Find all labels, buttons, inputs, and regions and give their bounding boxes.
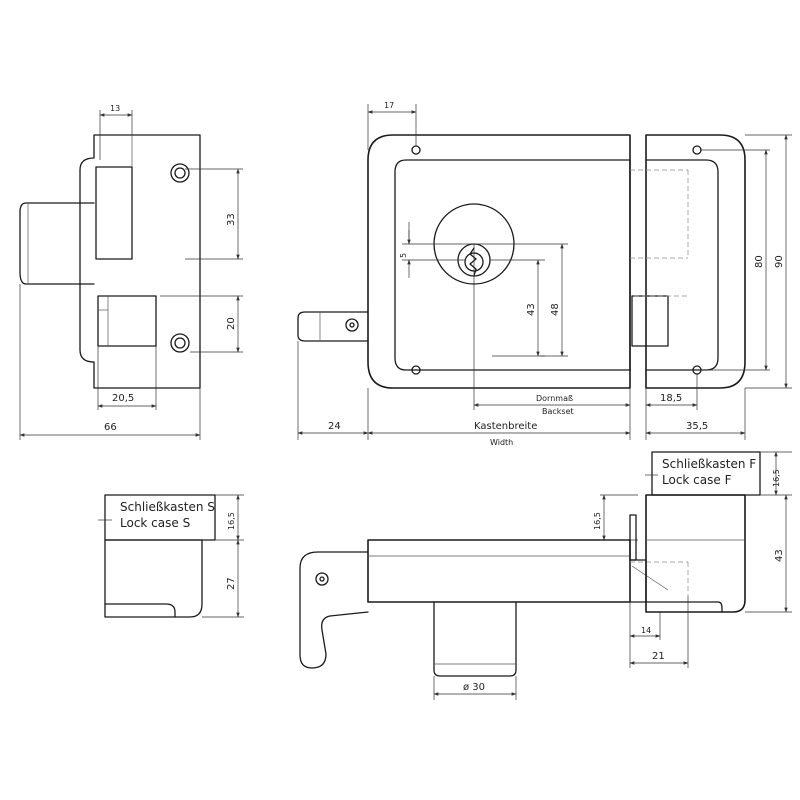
front-body-inner bbox=[394, 159, 631, 371]
bottom-keeper bbox=[645, 494, 746, 613]
dim-20: 20 bbox=[226, 317, 237, 330]
front-bolt bbox=[297, 311, 369, 342]
dim-21: 21 bbox=[652, 651, 665, 662]
bottom-body bbox=[367, 539, 631, 603]
side-latch-lower bbox=[97, 295, 157, 347]
dim-bottom-16-5: 16,5 bbox=[593, 512, 602, 530]
bottom-view: 16,5 14 21 ø 30 bbox=[299, 494, 746, 700]
dim-43: 43 bbox=[526, 303, 537, 316]
dim-48: 48 bbox=[550, 303, 561, 316]
dim-backset-en: Backset bbox=[542, 407, 574, 416]
dim-66: 66 bbox=[104, 422, 117, 433]
dim-backset-de: Dornmaß bbox=[536, 394, 573, 403]
keeper-inner bbox=[645, 159, 719, 371]
dim-5: 5 bbox=[399, 253, 408, 258]
lock-case-f-label-de: Schließkasten F bbox=[662, 457, 756, 471]
dim-80: 80 bbox=[754, 255, 765, 268]
keeper-outer bbox=[645, 134, 746, 389]
dim-13: 13 bbox=[110, 104, 120, 113]
dim-case-s-27: 27 bbox=[226, 577, 237, 590]
lock-case-s-label-en: Lock case S bbox=[120, 516, 190, 530]
dim-dia-30: ø 30 bbox=[463, 682, 485, 693]
side-screw-hole-top bbox=[170, 163, 190, 183]
side-view: 13 33 20 20,5 66 bbox=[19, 104, 243, 440]
dim-14: 14 bbox=[641, 626, 651, 635]
dim-90: 90 bbox=[774, 255, 785, 268]
dim-18-5: 18,5 bbox=[660, 393, 682, 404]
lock-case-f: Schließkasten F Lock case F 16,5 43 bbox=[645, 451, 792, 613]
front-body-outer bbox=[367, 134, 631, 389]
lock-case-s: Schließkasten S Lock case S 16,5 27 bbox=[98, 494, 244, 618]
lock-case-s-label-de: Schließkasten S bbox=[120, 500, 215, 514]
side-cylinder bbox=[19, 202, 95, 285]
dim-24: 24 bbox=[328, 421, 341, 432]
side-body-outline bbox=[79, 134, 201, 389]
side-screw-hole-bottom bbox=[170, 333, 190, 353]
lock-case-s-lower bbox=[104, 539, 203, 618]
dim-width-de: Kastenbreite bbox=[474, 421, 537, 432]
dim-20-5: 20,5 bbox=[112, 393, 134, 404]
bottom-hook-bolt bbox=[299, 551, 369, 669]
lock-case-f-label-en: Lock case F bbox=[662, 473, 732, 487]
side-latch-upper bbox=[95, 166, 133, 260]
dim-33: 33 bbox=[226, 213, 237, 226]
dim-17: 17 bbox=[384, 101, 394, 110]
keeper-front-view: 80 90 18,5 35,5 bbox=[630, 134, 792, 440]
front-view: 17 5 43 48 Dornmaß Backset 24 Kastenbrei… bbox=[297, 101, 669, 447]
dim-35-5: 35,5 bbox=[686, 421, 708, 432]
dim-case-s-16-5: 16,5 bbox=[227, 512, 236, 530]
keyhole-icon bbox=[469, 247, 477, 277]
dim-case-f-43: 43 bbox=[774, 549, 785, 562]
dim-case-f-16-5: 16,5 bbox=[772, 469, 781, 487]
lock-case-f-box bbox=[651, 451, 761, 496]
bottom-cylinder bbox=[433, 601, 517, 677]
dim-width-en: Width bbox=[490, 438, 513, 447]
